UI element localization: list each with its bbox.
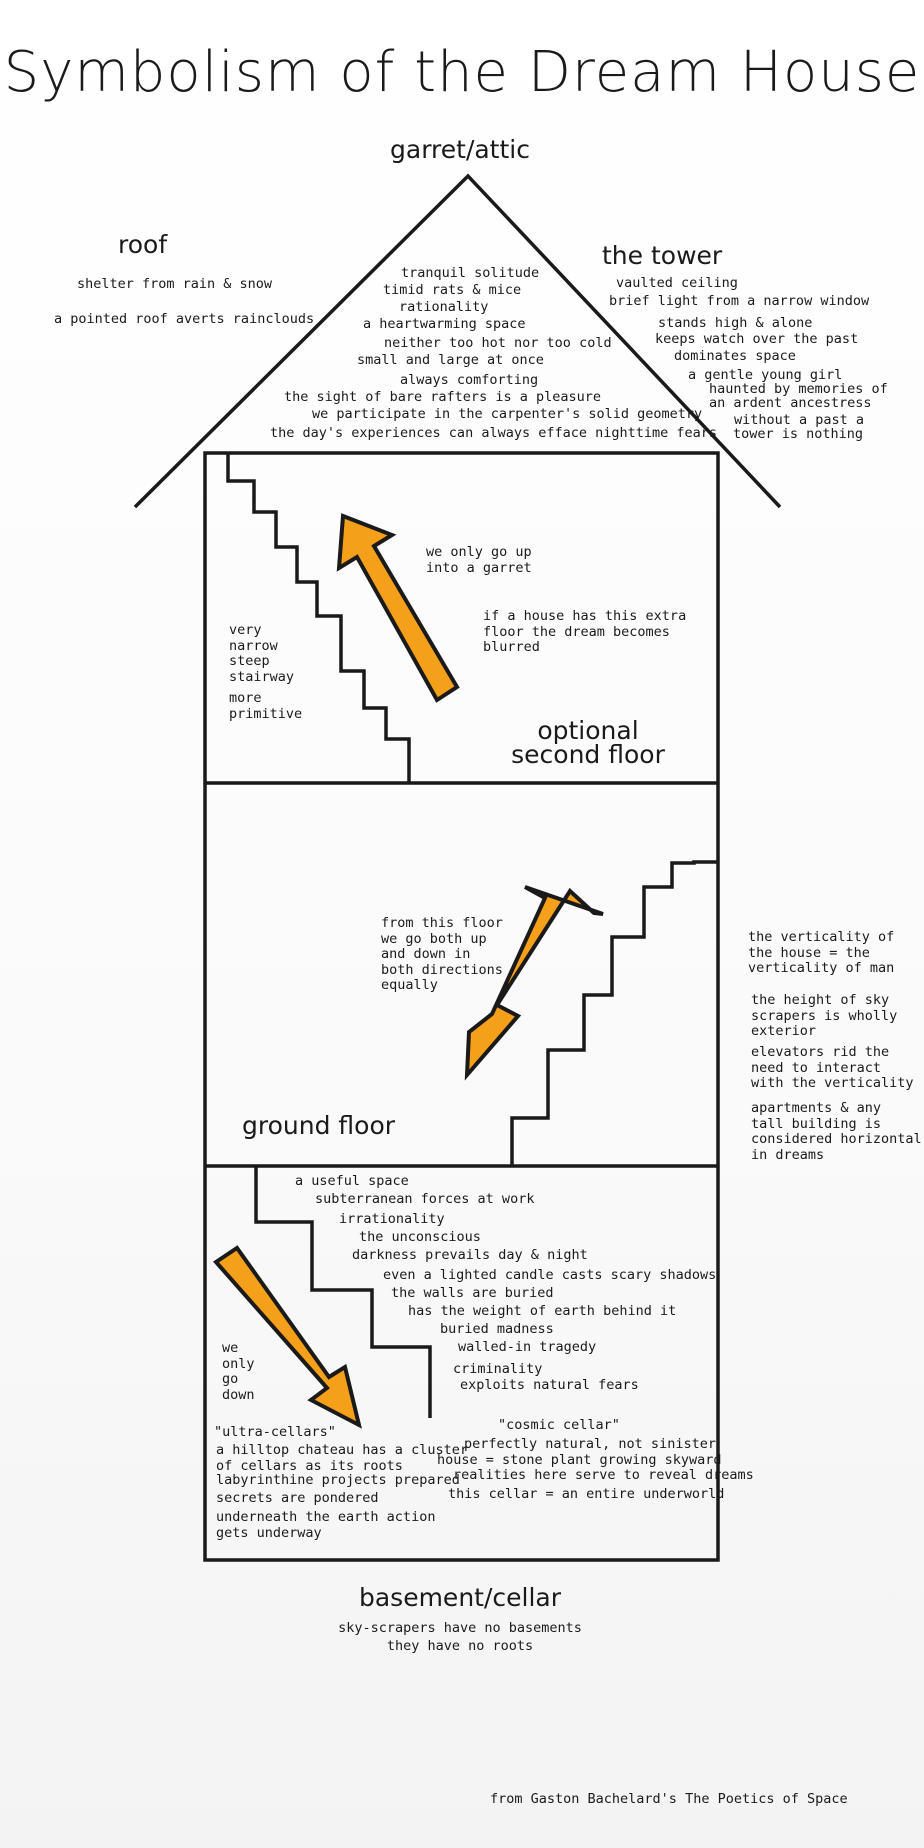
tower-note-1: vaulted ceiling	[616, 275, 738, 291]
ultra-cellars-note-2: labyrinthine projects prepared	[216, 1472, 460, 1488]
ultra-cellars-note-1: a hilltop chateau has a cluster of cella…	[216, 1442, 468, 1474]
page-title: Symbolism of the Dream House	[3, 40, 921, 105]
tower-note-3: stands high & alone	[658, 315, 813, 331]
stair-note: very narrow steep stairway	[229, 622, 295, 685]
tower-note-5: dominates space	[674, 348, 796, 364]
basement-note-11: criminality	[453, 1361, 543, 1377]
attic-note-3: rationality	[399, 299, 489, 315]
basement-note-9: buried madness	[440, 1321, 554, 1337]
tower-note-2: brief light from a narrow window	[609, 293, 870, 309]
tower-note-8: an ardent ancestress	[709, 395, 872, 411]
attic-note-7: always comforting	[400, 372, 539, 388]
basement-stairs	[254, 1166, 432, 1418]
verticality-note-4: apartments & any tall building is consid…	[751, 1100, 922, 1163]
basement-note-2: subterranean forces at work	[315, 1191, 535, 1207]
verticality-note-2: the height of sky scrapers is wholly ext…	[751, 992, 898, 1039]
tower-note-4: keeps watch over the past	[655, 331, 859, 347]
basement-note-b: they have no roots	[386, 1638, 534, 1654]
ultra-cellars-note-4: underneath the earth action gets underwa…	[216, 1509, 436, 1541]
roof-note-2: a pointed roof averts rainclouds	[54, 311, 315, 327]
basement-label: basement/cellar	[358, 1583, 561, 1612]
both-ways-note: from this floor we go both up and down i…	[381, 915, 503, 993]
up-arrow	[336, 513, 460, 703]
ultra-cellars-note-3: secrets are pondered	[216, 1490, 379, 1506]
cosmic-cellar-note-2: house = stone plant growing skyward	[437, 1452, 722, 1468]
house-body	[203, 451, 720, 1562]
basement-note-4: the unconscious	[359, 1229, 481, 1245]
attic-note-4: a heartwarming space	[363, 316, 526, 332]
basement-note-10: walled-in tragedy	[458, 1339, 597, 1355]
attic-note-5: neither too hot nor too cold	[384, 335, 612, 351]
blur-note: if a house has this extra floor the drea…	[483, 608, 687, 655]
down-arrow	[212, 1245, 362, 1429]
tower-heading: the tower	[602, 241, 723, 270]
verticality-note-3: elevators rid the need to interact with …	[751, 1044, 914, 1091]
garret-attic-label: garret/attic	[390, 135, 530, 164]
attic-note-8: the sight of bare rafters is a pleasure	[284, 389, 601, 405]
basement-note-8: has the weight of earth behind it	[408, 1303, 677, 1319]
second-floor-label-2: second floor	[511, 740, 665, 769]
basement-note-7: the walls are buried	[391, 1285, 554, 1301]
cosmic-cellar-note-3: realities here serve to reveal dreams	[453, 1467, 754, 1483]
ultra-cellars-heading: "ultra-cellars"	[214, 1424, 336, 1440]
roof-outline	[133, 173, 782, 509]
basement-note-a: sky-scrapers have no basements	[338, 1620, 582, 1636]
both-ways-arrow	[464, 885, 604, 1081]
basement-note-3: irrationality	[339, 1211, 445, 1227]
basement-note-1: a useful space	[295, 1173, 409, 1189]
roof-heading: roof	[118, 230, 168, 259]
attic-note-2: timid rats & mice	[383, 282, 522, 298]
ground-floor-stairs	[510, 860, 718, 1166]
basement-note-6: even a lighted candle casts scary shadow…	[383, 1267, 717, 1283]
cosmic-cellar-heading: "cosmic cellar"	[498, 1417, 620, 1433]
attic-note-1: tranquil solitude	[401, 265, 540, 281]
primitive-note: more primitive	[229, 690, 303, 722]
basement-note-12: exploits natural fears	[460, 1377, 639, 1393]
attic-note-9: we participate in the carpenter's solid …	[312, 406, 703, 422]
verticality-note-1: the verticality of the house = the verti…	[748, 929, 895, 976]
tower-note-9: without a past a	[734, 412, 865, 428]
attic-note-10: the day's experiences can always efface …	[270, 425, 718, 441]
tower-note-7: haunted by memories of	[709, 381, 888, 397]
basement-note-5: darkness prevails day & night	[352, 1247, 588, 1263]
down-note: we only go down	[222, 1340, 255, 1403]
tower-note-6: a gentle young girl	[688, 367, 843, 383]
roof-note-1: shelter from rain & snow	[77, 276, 273, 292]
cosmic-cellar-note-1: perfectly natural, not sinister	[464, 1436, 716, 1452]
ground-floor-label: ground floor	[242, 1111, 396, 1140]
second-floor-stairs	[226, 453, 411, 783]
up-note: we only go up into a garret	[426, 544, 532, 576]
second-floor-label-1: optional	[537, 716, 639, 745]
source-credit: from Gaston Bachelard's The Poetics of S…	[490, 1791, 848, 1807]
tower-note-10: tower is nothing	[733, 426, 864, 442]
cosmic-cellar-note-4: this cellar = an entire underworld	[448, 1486, 725, 1502]
attic-note-6: small and large at once	[357, 352, 544, 368]
